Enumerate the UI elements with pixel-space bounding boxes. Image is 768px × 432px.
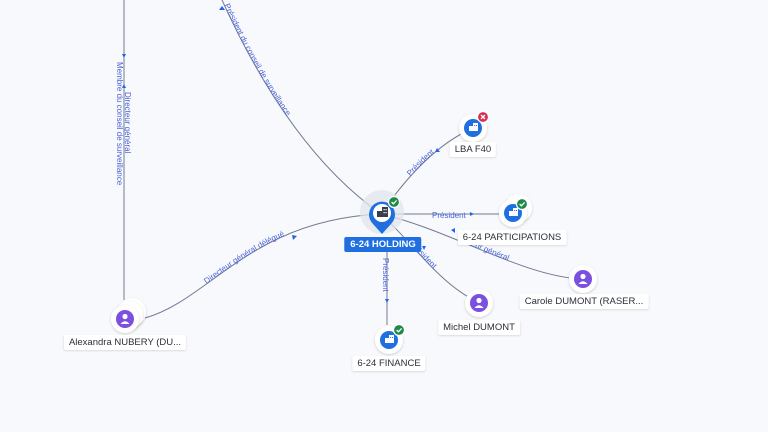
person-icon [474,297,484,308]
node-6-24-finance[interactable] [375,323,406,355]
node-michel-dumont[interactable] [465,289,493,317]
node-label-6-24-participations[interactable]: 6-24 PARTICIPATIONS [457,230,567,245]
arrow-icon [122,84,126,88]
edge-carole [380,213,581,280]
person-icon [120,313,130,324]
edge-label-membre: Membre du conseil de surveillance [115,62,124,186]
edge-label-dgd: Directeur général délégué [202,229,286,286]
node-label-carole-dumont[interactable]: Carole DUMONT (RASER... [519,294,649,309]
status-active-icon [392,323,406,337]
node-label-lba-f40[interactable]: LBA F40 [449,142,497,157]
arrow-icon [122,54,126,58]
building-icon [469,123,478,131]
status-active-icon [515,197,529,211]
building-icon [509,208,518,216]
arrow-icon [470,212,474,216]
node-label-6-24-finance[interactable]: 6-24 FINANCE [352,356,426,371]
building-icon [385,335,394,343]
node-alexandra-nubery[interactable] [111,298,146,333]
check-icon [519,201,526,207]
arrow-icon [435,148,440,152]
arrow-icon [422,246,426,250]
node-label-michel-dumont[interactable]: Michel DUMONT [438,320,520,335]
arrow-icon [219,6,225,10]
edge-label-dg: Directeur général [123,92,132,154]
person-icon [578,273,588,284]
node-label-6-24-holding[interactable]: 6-24 HOLDING [344,237,422,252]
arrow-icon [385,299,389,303]
close-icon [480,114,486,120]
node-6-24-participations[interactable] [499,194,532,227]
edge-label-pres-finance: Président [381,258,390,293]
node-lba-f40[interactable] [459,110,490,143]
edge-arrows [122,6,474,303]
check-icon [396,327,403,333]
edge-label-pres-lba: Président [405,147,436,178]
edge-label-pres-part: Président [432,211,467,220]
edge-directeur-general-delegue [144,213,382,319]
node-carole-dumont[interactable] [569,265,597,293]
node-label-alexandra-nubery[interactable]: Alexandra NUBERY (DU... [63,335,187,350]
status-active-icon [387,195,401,209]
edge-president-conseil-surveillance [221,0,382,215]
edges [123,0,581,325]
edge-label-pcs: Président du conseil de surveillance [222,2,293,118]
node-6-24-holding[interactable] [360,190,404,234]
arrow-icon [451,228,455,233]
building-icon [377,207,388,217]
arrow-icon [292,235,297,240]
check-icon [391,199,398,205]
